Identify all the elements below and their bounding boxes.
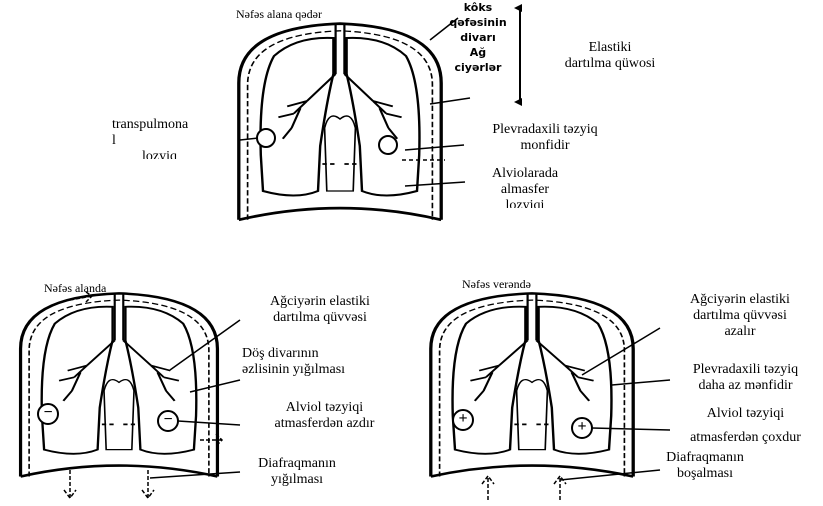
- pleural-pressure-label: Plevradaxili təzyiq daha az mənfidir: [668, 362, 823, 394]
- pleural-pressure-label: Plevradaxili təzyiq monfidir: [460, 122, 630, 154]
- alveolar-pressure-label: Alviolarada almasfer lozyiqi: [470, 166, 580, 208]
- panel-title: Nəfəs alanda: [44, 280, 106, 296]
- alveolus-right-top: [379, 136, 397, 154]
- alveolar-sign-right: −: [160, 412, 176, 428]
- chest-wall-label: kôks qəfəsinin divarı Ağ ciyərlər: [436, 0, 520, 75]
- alveolar-sign-left: −: [40, 405, 56, 421]
- elastic-force-label: Elastiki dartılma qüwosi: [525, 40, 695, 72]
- alveolar-pressure-label: Alviol təzyiqi atmasferdən çoxdur: [668, 406, 823, 446]
- transpulmonal-label: transpulmona l lozyiq: [112, 117, 188, 159]
- alveolar-pressure-label: Alviol təzyiqi atmasferdən azdır: [242, 400, 407, 432]
- diaphragm-label: Diafraqmanın boşalması: [650, 450, 760, 482]
- diaphragm-label: Diafraqmanın yığılması: [242, 456, 352, 488]
- alveolar-sign-right: +: [574, 419, 590, 435]
- panel-title: Nəfəs verəndə: [462, 276, 531, 292]
- alveolar-sign-left: +: [455, 411, 471, 427]
- elastic-force-label: Ağciyərin elastiki dartılma qüvvəsi azal…: [660, 292, 820, 340]
- chest-wall-muscles-label: Döş divarının əzlisinin yığılması: [242, 346, 345, 378]
- elastic-force-label: Ağciyərin elastiki dartılma qüvvəsi: [240, 294, 400, 326]
- alveolus-left-top: [257, 129, 275, 147]
- panel-title: Nəfəs alana qədər: [236, 6, 322, 22]
